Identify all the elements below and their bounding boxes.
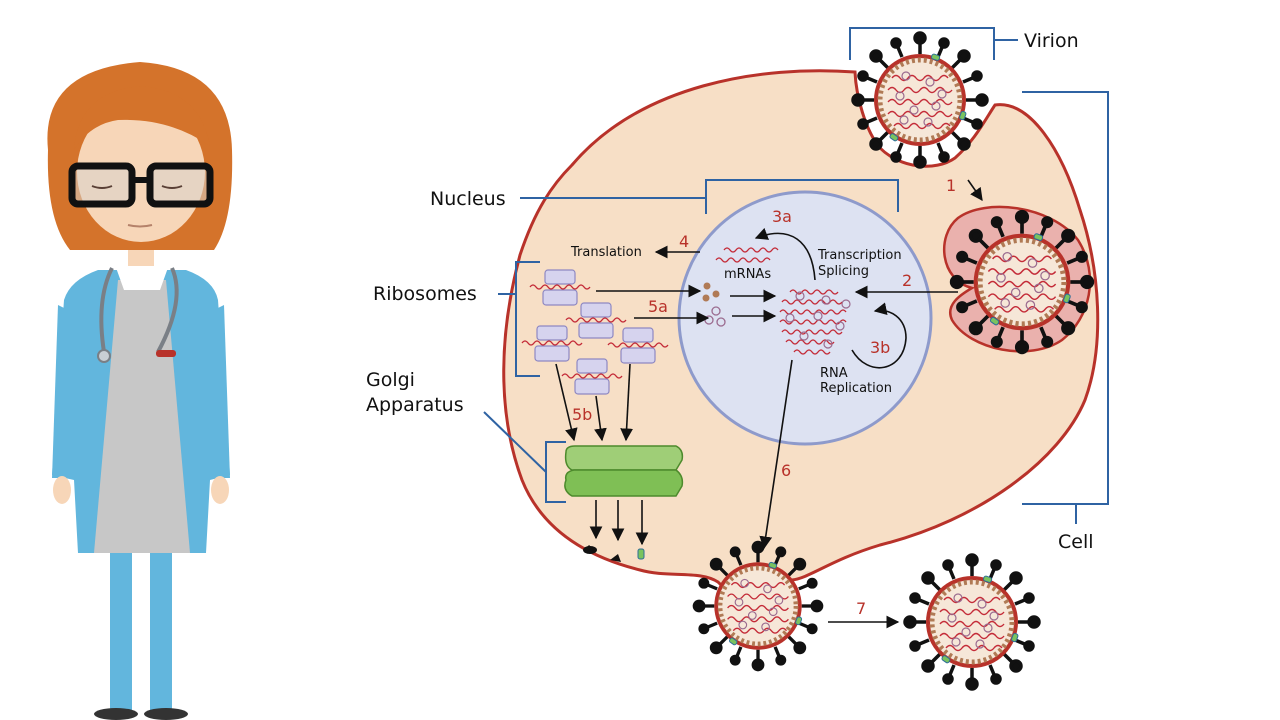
glasses-icon: [68, 162, 214, 208]
protein-dots: [702, 282, 726, 327]
membrane-protein-icons: [583, 544, 645, 562]
step-7: 7: [856, 599, 866, 618]
label-mrnas: mRNAs: [724, 267, 771, 282]
golgi-apparatus-icon: [564, 445, 684, 497]
virion-icon: [853, 33, 987, 167]
step-2: 2: [902, 271, 912, 290]
label-rna-line1: RNA: [820, 366, 848, 381]
step-3b: 3b: [870, 338, 890, 357]
process-arrows: [555, 179, 983, 629]
doctor-figure: [47, 62, 233, 720]
step-5b: 5b: [572, 405, 592, 424]
label-nucleus: Nucleus: [430, 188, 506, 210]
step-numbers: 1 2 3a 3b 4 5a 5b 6 7: [572, 176, 956, 618]
label-rna-line2: Replication: [820, 381, 892, 396]
diagram-labels: Virion Cell Nucleus Ribosomes Golgi Appa…: [366, 30, 1094, 553]
viral-rna-cluster: [779, 289, 851, 355]
virion-entering-icon: [952, 212, 1093, 353]
label-golgi-line2: Apparatus: [366, 394, 464, 416]
label-transcription: Transcription: [817, 248, 902, 263]
nucleus: [677, 190, 933, 446]
virion-budding-icon: [694, 542, 821, 669]
step-3a: 3a: [772, 207, 792, 226]
step-4: 4: [679, 232, 689, 251]
virion-released-icon: [905, 555, 1039, 689]
mrna-strands: [715, 247, 779, 263]
step-6: 6: [781, 461, 791, 480]
label-ribosomes: Ribosomes: [373, 283, 477, 305]
label-splicing: Splicing: [818, 264, 869, 279]
step-1: 1: [946, 176, 956, 195]
label-virion: Virion: [1024, 30, 1079, 52]
step-5a: 5a: [648, 297, 668, 316]
label-cell: Cell: [1058, 531, 1094, 553]
label-translation: Translation: [570, 245, 642, 260]
label-brackets: [483, 27, 1109, 524]
label-golgi-line1: Golgi: [366, 369, 415, 391]
